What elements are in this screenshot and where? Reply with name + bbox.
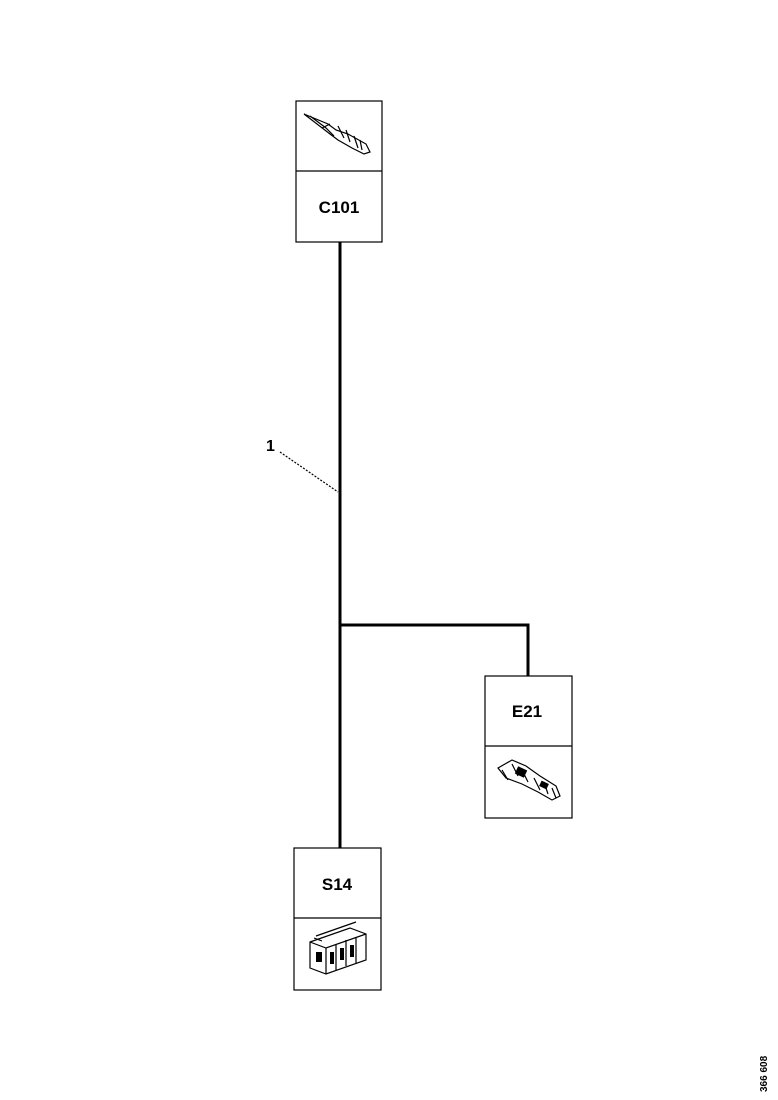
branch-wire [340,623,530,676]
s14-box [293,847,382,991]
c101-label: C101 [319,198,360,217]
component-s14: S14 [293,847,382,991]
switch-block-icon [309,921,367,975]
reference-code: 366 608 [759,1055,770,1092]
s14-label: S14 [322,875,353,894]
callout-label: 1 [266,438,275,455]
component-c101: C101 [295,100,383,243]
callout-leader [279,451,339,493]
e21-label: E21 [512,702,542,721]
connector-pin-icon [303,113,371,155]
connector-plug-icon [497,759,561,801]
e21-box [484,675,573,819]
component-e21: E21 [484,675,573,819]
